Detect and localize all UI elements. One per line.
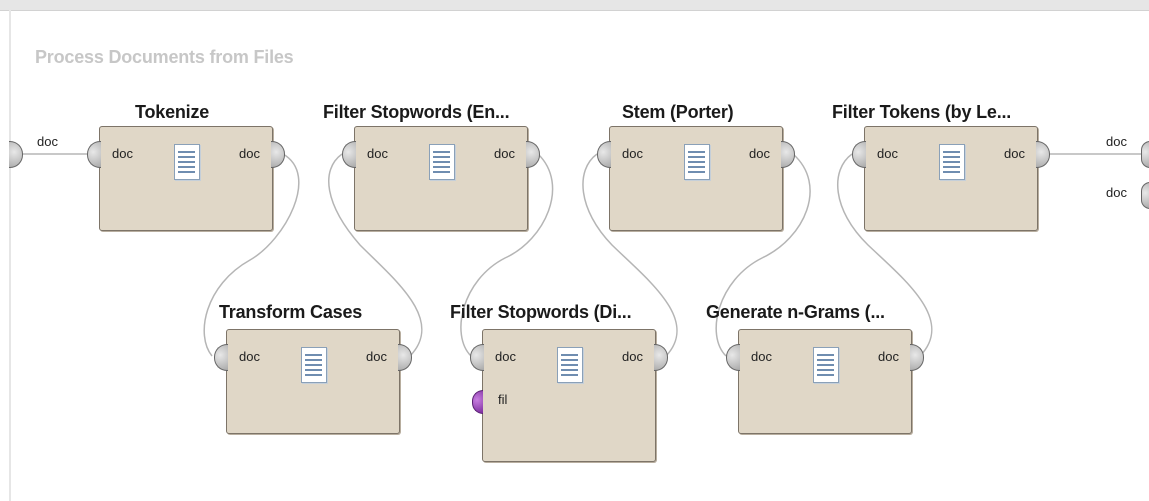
- operator-title-filter-tokens-length: Filter Tokens (by Le...: [832, 102, 1012, 122]
- port-label-out: doc: [366, 349, 387, 364]
- document-icon: [939, 144, 965, 180]
- document-icon: [557, 347, 583, 383]
- process-title: Process Documents from Files: [35, 47, 294, 67]
- operator-title-generate-ngrams: Generate n-Grams (...: [706, 302, 885, 322]
- operator-title-stem-porter: Stem (Porter): [622, 102, 734, 122]
- port-label-in: doc: [112, 146, 133, 161]
- port-label-in: doc: [751, 349, 772, 364]
- port-label-fil: fil: [498, 392, 508, 407]
- port-label-out: doc: [622, 349, 643, 364]
- wire-tokenize-to-transform-cases: [203, 153, 300, 357]
- operator-filter-stopwords-dict[interactable]: doc doc fil: [482, 329, 656, 462]
- canvas-top-border: [0, 0, 1149, 11]
- port-label-in: doc: [622, 146, 643, 161]
- document-icon: [429, 144, 455, 180]
- operator-filter-tokens-length[interactable]: doc doc: [864, 126, 1038, 231]
- port-label-out: doc: [239, 146, 260, 161]
- operator-title-tokenize: Tokenize: [135, 102, 210, 122]
- operator-transform-cases[interactable]: doc doc: [226, 329, 400, 434]
- process-output-port-2[interactable]: [1141, 182, 1149, 209]
- process-output-label-2: doc: [1106, 185, 1127, 200]
- process-output-label-1: doc: [1106, 134, 1127, 149]
- operator-title-transform-cases: Transform Cases: [219, 302, 363, 322]
- document-icon: [684, 144, 710, 180]
- port-label-in: doc: [239, 349, 260, 364]
- document-icon: [174, 144, 200, 180]
- wire-filter-stopwords-di-to-stem: [582, 153, 678, 357]
- port-label-in: doc: [367, 146, 388, 161]
- port-label-out: doc: [494, 146, 515, 161]
- operator-title-filter-stopwords-dict: Filter Stopwords (Di...: [450, 302, 632, 322]
- wire-transform-cases-to-filter-stopwords-en: [328, 153, 423, 357]
- port-label-out: doc: [1004, 146, 1025, 161]
- port-label-in: doc: [495, 349, 516, 364]
- operator-stem-porter[interactable]: doc doc: [609, 126, 783, 231]
- wire-filter-stopwords-en-to-filter-stopwords-di: [460, 153, 554, 357]
- document-icon: [813, 347, 839, 383]
- canvas-left-border: [9, 10, 11, 501]
- wire-stem-to-generate-ngrams: [715, 153, 811, 357]
- port-label-out: doc: [878, 349, 899, 364]
- operator-tokenize[interactable]: doc doc: [99, 126, 273, 231]
- wire-generate-ngrams-to-filter-tokens: [837, 153, 933, 357]
- operator-filter-stopwords-en[interactable]: doc doc: [354, 126, 528, 231]
- process-input-label: doc: [37, 134, 58, 149]
- document-icon: [301, 347, 327, 383]
- operator-generate-ngrams[interactable]: doc doc: [738, 329, 912, 434]
- operator-title-filter-stopwords-en: Filter Stopwords (En...: [323, 102, 510, 122]
- process-output-port-1[interactable]: [1141, 141, 1149, 168]
- port-label-out: doc: [749, 146, 770, 161]
- port-label-in: doc: [877, 146, 898, 161]
